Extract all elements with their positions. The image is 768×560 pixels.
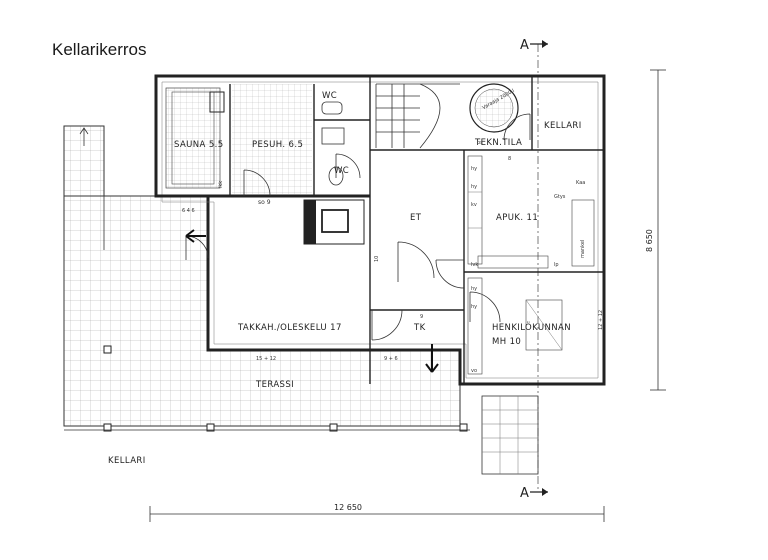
label-kv: kv [471,202,477,208]
outdoor-stair-right [481,395,539,475]
label-so9: so 9 [258,199,271,206]
entrance-arrows [185,229,439,373]
room-apuk: APUK. 11 [496,213,538,223]
room-et: ET [410,213,422,223]
room-takkah: TAKKAH./OLESKELU 17 [237,323,342,333]
label-n9: 9 [420,314,423,320]
label-terassi: TERASSI [255,380,294,390]
utility-fixtures [467,155,595,375]
indoor-stair [375,83,460,149]
label-n9b: 9 + 6 [384,356,398,362]
dimension-width: 12 650 [334,503,362,512]
terrace-area [63,125,470,432]
label-n8: 8 [508,156,511,162]
label-vo: vo [471,368,477,374]
dimension-lines [149,69,666,522]
room-wc-bottom: WC [334,166,349,176]
room-sauna: SAUNA 5.5 [174,140,224,150]
label-mankel: mankel [580,240,586,258]
interior-walls [156,76,604,384]
label-n10: 10 [374,256,380,262]
outdoor-stair-left [63,126,105,250]
outer-walls [154,74,606,386]
label-n15: 15 + 12 [256,356,276,362]
label-ikk: ikk [218,181,224,188]
label-kellari-outside: KELLARI [108,456,146,466]
label-hy-3: hy [471,286,477,292]
room-mh: MH 10 [492,337,521,347]
dimension-height: 8 650 [645,229,654,252]
doors [185,113,531,341]
section-marker-top: A [520,38,529,53]
room-pesuh: PESUH. 6.5 [252,140,303,150]
section-marker-bottom: A [520,486,529,501]
sauna-benches [165,87,225,189]
label-lvk: lvk [471,262,478,268]
label-hy-4: hy [471,304,477,310]
label-n12: 12 + 12 [598,310,604,330]
room-wc-top: WC [322,91,337,101]
page-title: Kellarikerros [52,40,147,59]
label-kaa: Kaa [576,180,585,186]
label-lp: lp [554,262,559,268]
room-kellari: KELLARI [544,121,582,131]
label-n64: 6 4 6 [182,208,195,214]
terrace-pillars [103,345,468,432]
room-henkilokunnan: HENKILÖKUNNAN [492,322,571,333]
water-heater [469,83,519,133]
label-hy-2: hy [471,184,477,190]
room-tk: TK [413,323,426,333]
label-ps: ps [477,140,483,146]
pesuh-tiles [232,84,312,194]
label-gtys: Gtys [554,194,566,200]
room-tekn: TEKN.TILA [474,138,522,148]
label-hy-1: hy [471,166,477,172]
